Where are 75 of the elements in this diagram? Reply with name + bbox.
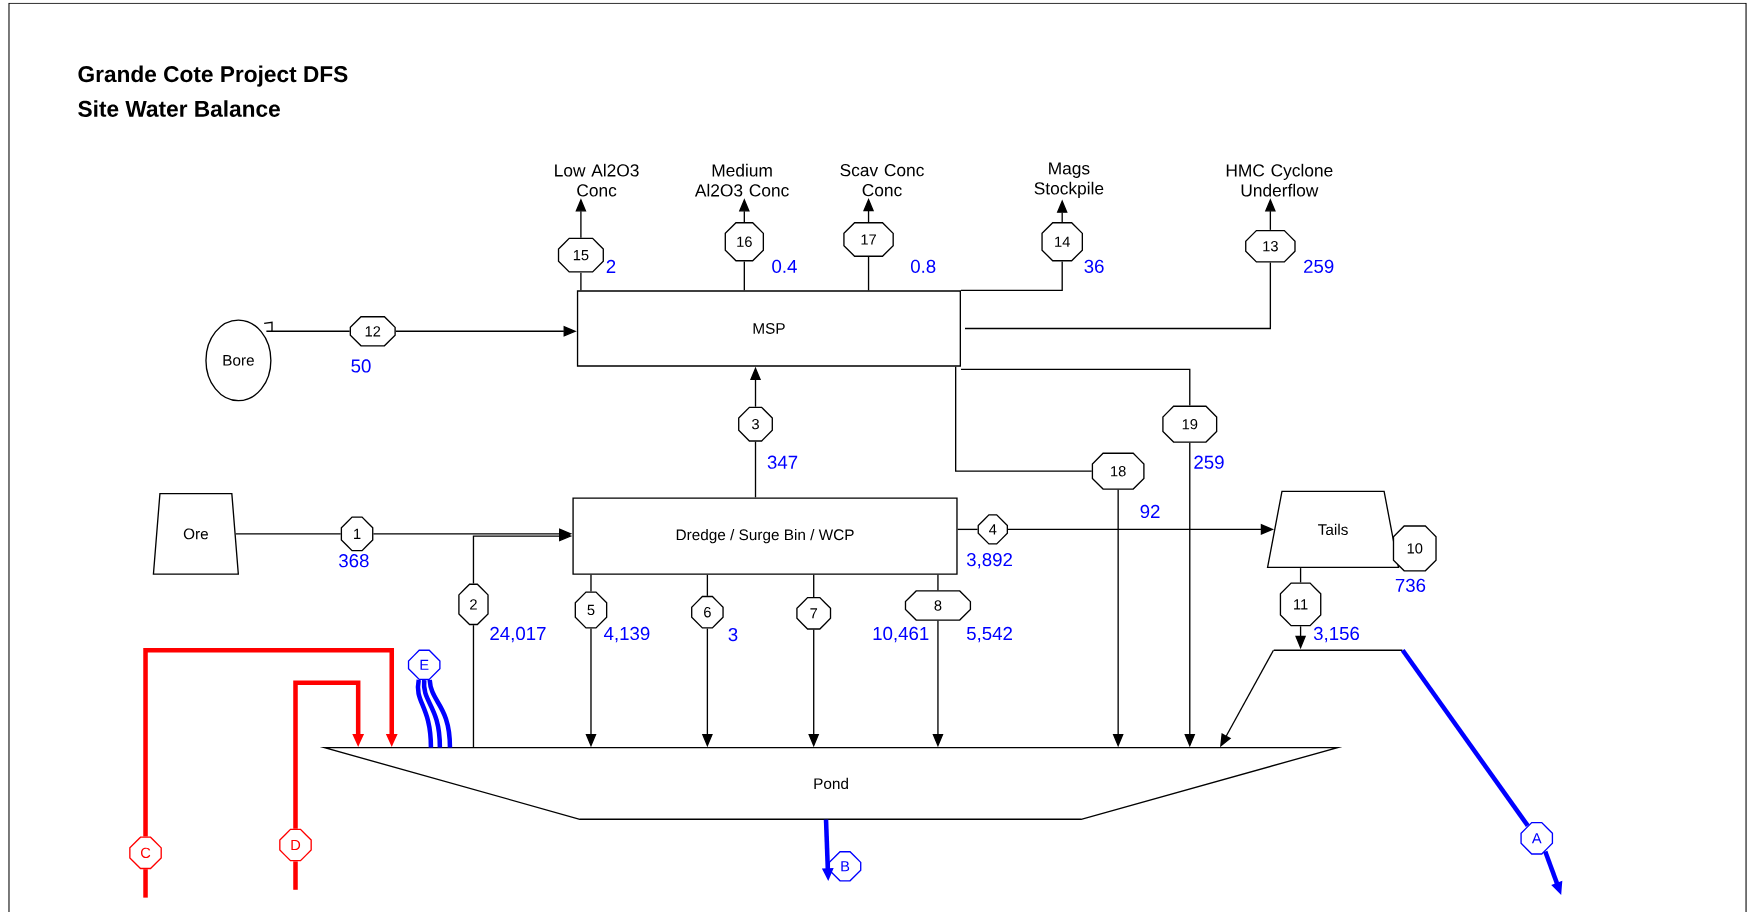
flow-value: 0.4 bbox=[772, 259, 797, 273]
flow-line bbox=[1400, 648, 1530, 827]
flow-value: 259 bbox=[1304, 259, 1334, 273]
flow-value: 36 bbox=[1084, 259, 1104, 273]
stream-tag: A bbox=[1520, 821, 1554, 855]
flow-line bbox=[421, 679, 443, 748]
stream-tag: 6 bbox=[691, 595, 724, 629]
flow-value: 5,542 bbox=[966, 626, 1012, 643]
output-label: Medium Al2O3 Conc bbox=[694, 163, 789, 197]
flow-line bbox=[960, 368, 1191, 407]
flow-line bbox=[235, 533, 342, 535]
stream-tag: 5 bbox=[574, 591, 608, 629]
stream-tag: 8 bbox=[904, 590, 972, 621]
flow-line bbox=[270, 330, 351, 332]
arrow bbox=[293, 680, 365, 829]
stream-tag: 4 bbox=[977, 514, 1008, 545]
flow-value: 347 bbox=[767, 455, 798, 469]
flow-line bbox=[867, 256, 870, 291]
flow-line bbox=[427, 679, 453, 748]
title-text: Grande Cote Project DFS bbox=[78, 65, 348, 87]
flow-line bbox=[754, 440, 757, 498]
stream-tag: B bbox=[828, 851, 862, 882]
flow-line bbox=[590, 574, 592, 592]
stream-tag: 14 bbox=[1041, 221, 1083, 262]
flow-line bbox=[472, 624, 475, 748]
flow-value: 2 bbox=[606, 259, 616, 273]
flow-value: 4,139 bbox=[604, 626, 650, 643]
output-label: HMC Cyclone Underflow bbox=[1226, 163, 1333, 197]
stream-tag: C bbox=[129, 836, 162, 870]
flow-value: 0.8 bbox=[910, 259, 936, 273]
flow-value: 92 bbox=[1140, 504, 1160, 518]
output-label: Low Al2O3 Conc bbox=[555, 163, 639, 197]
flow-value: 368 bbox=[339, 554, 369, 568]
stream-tag: 10 bbox=[1392, 525, 1437, 572]
stream-tag: 17 bbox=[843, 221, 894, 257]
flow-line bbox=[960, 260, 1063, 291]
stream-tag: 2 bbox=[458, 583, 489, 626]
stream-tag: 12 bbox=[349, 316, 396, 347]
stream-tag: 1 bbox=[340, 516, 374, 552]
flow-value: 50 bbox=[351, 359, 371, 373]
flow-line bbox=[580, 271, 582, 291]
flow-value: 3,156 bbox=[1313, 626, 1360, 643]
flow-line bbox=[955, 365, 1093, 472]
flow-line bbox=[743, 260, 745, 291]
process-box: MSP bbox=[576, 290, 961, 367]
stream-tag: 3 bbox=[738, 406, 773, 442]
flow-value: 3 bbox=[728, 627, 738, 642]
arrow bbox=[143, 647, 398, 837]
process-box: Dredge / Surge Bin / WCP bbox=[572, 497, 958, 575]
stream-tag: 19 bbox=[1162, 405, 1218, 443]
flow-line bbox=[143, 869, 148, 898]
flow-line bbox=[1299, 567, 1302, 584]
flow-line bbox=[293, 861, 298, 890]
title-text: Site Water Balance bbox=[78, 100, 280, 117]
stream-tag: 16 bbox=[724, 221, 764, 262]
stream-tag: 11 bbox=[1279, 582, 1322, 627]
flow-value: 3,892 bbox=[966, 552, 1012, 569]
stream-tag: 15 bbox=[557, 237, 604, 273]
flow-value: 736 bbox=[1395, 578, 1426, 592]
flow-line bbox=[937, 574, 939, 591]
flow-line bbox=[706, 574, 709, 597]
flow-line bbox=[813, 574, 815, 598]
stream-tag: 18 bbox=[1091, 452, 1145, 490]
stream-tag: E bbox=[407, 649, 441, 680]
stream-tag: D bbox=[279, 828, 312, 862]
flow-line bbox=[957, 528, 979, 530]
output-label: Mags Stockpile bbox=[1034, 162, 1104, 198]
flow-value: 24,017 bbox=[490, 626, 546, 643]
flow-value: 259 bbox=[1194, 455, 1224, 469]
flow-line bbox=[415, 679, 434, 748]
stream-tag: 7 bbox=[796, 596, 832, 630]
flow-line bbox=[964, 261, 1272, 330]
flow-value: 10,461 bbox=[873, 626, 929, 643]
output-label: Scav Conc Conc bbox=[840, 163, 924, 197]
stream-tag: 13 bbox=[1245, 229, 1296, 263]
